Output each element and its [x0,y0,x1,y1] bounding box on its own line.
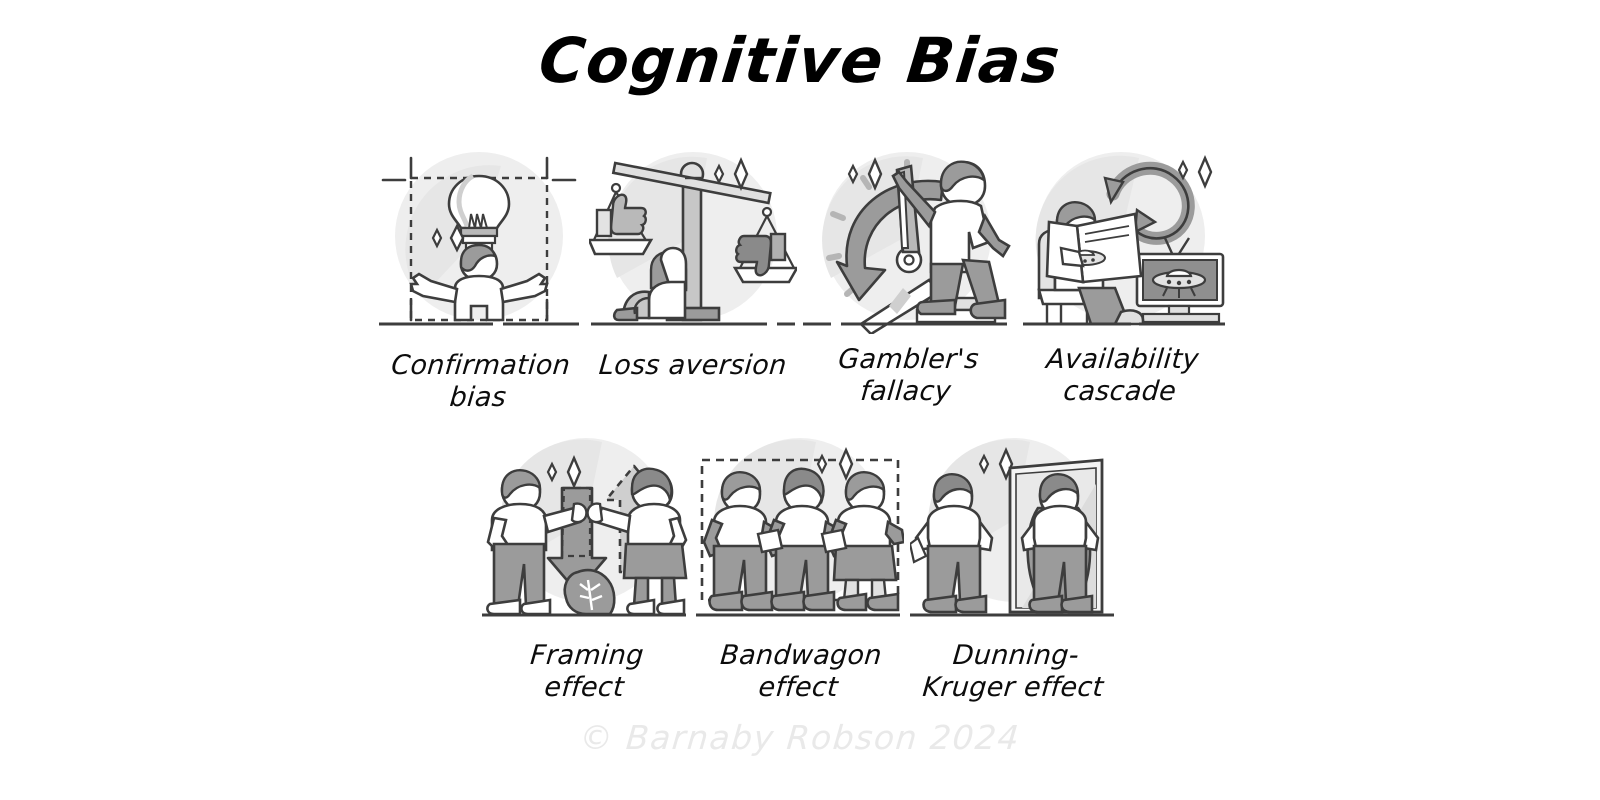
bias-card-dunning-kruger-effect[interactable]: Dunning- Kruger effect [910,438,1118,703]
bias-card-confirmation-bias[interactable]: Confirmation bias [375,148,583,413]
bias-label-dunning-kruger-effect: Dunning- Kruger effect [920,640,1105,703]
balance-scales-thumbs-icon [589,148,797,334]
copyright-footer: © Barnaby Robson 2024 [578,718,1022,757]
three-people-line-dashed-frame-icon [696,438,904,624]
person-lightbulb-frame-icon [375,148,583,334]
bias-row-1: Confirmation bias [0,148,1600,413]
bias-label-confirmation-bias: Confirmation bias [389,350,572,413]
bias-label-bandwagon-effect: Bandwagon effect [719,640,884,703]
bias-card-loss-aversion[interactable]: Loss aversion [589,148,797,382]
person-mirror-cape-icon [910,438,1118,624]
page-title: Cognitive Bias [535,24,1065,97]
bias-card-gamblers-fallacy[interactable]: Gambler's fallacy [803,148,1011,407]
clock-rewind-person-icon [803,148,1011,334]
bias-card-bandwagon-effect[interactable]: Bandwagon effect [696,438,904,703]
bias-row-2: Framing effect [0,438,1600,703]
bias-label-loss-aversion: Loss aversion [597,350,789,381]
bias-label-availability-cascade: Availability cascade [1044,344,1200,407]
bias-label-framing-effect: Framing effect [529,640,646,703]
two-people-up-down-arrows-icon [482,438,690,624]
bias-card-availability-cascade[interactable]: Availability cascade [1017,148,1225,407]
newspaper-tv-ufo-loop-icon [1017,148,1225,334]
bias-card-framing-effect[interactable]: Framing effect [482,438,690,703]
bias-label-gamblers-fallacy: Gambler's fallacy [836,344,980,407]
